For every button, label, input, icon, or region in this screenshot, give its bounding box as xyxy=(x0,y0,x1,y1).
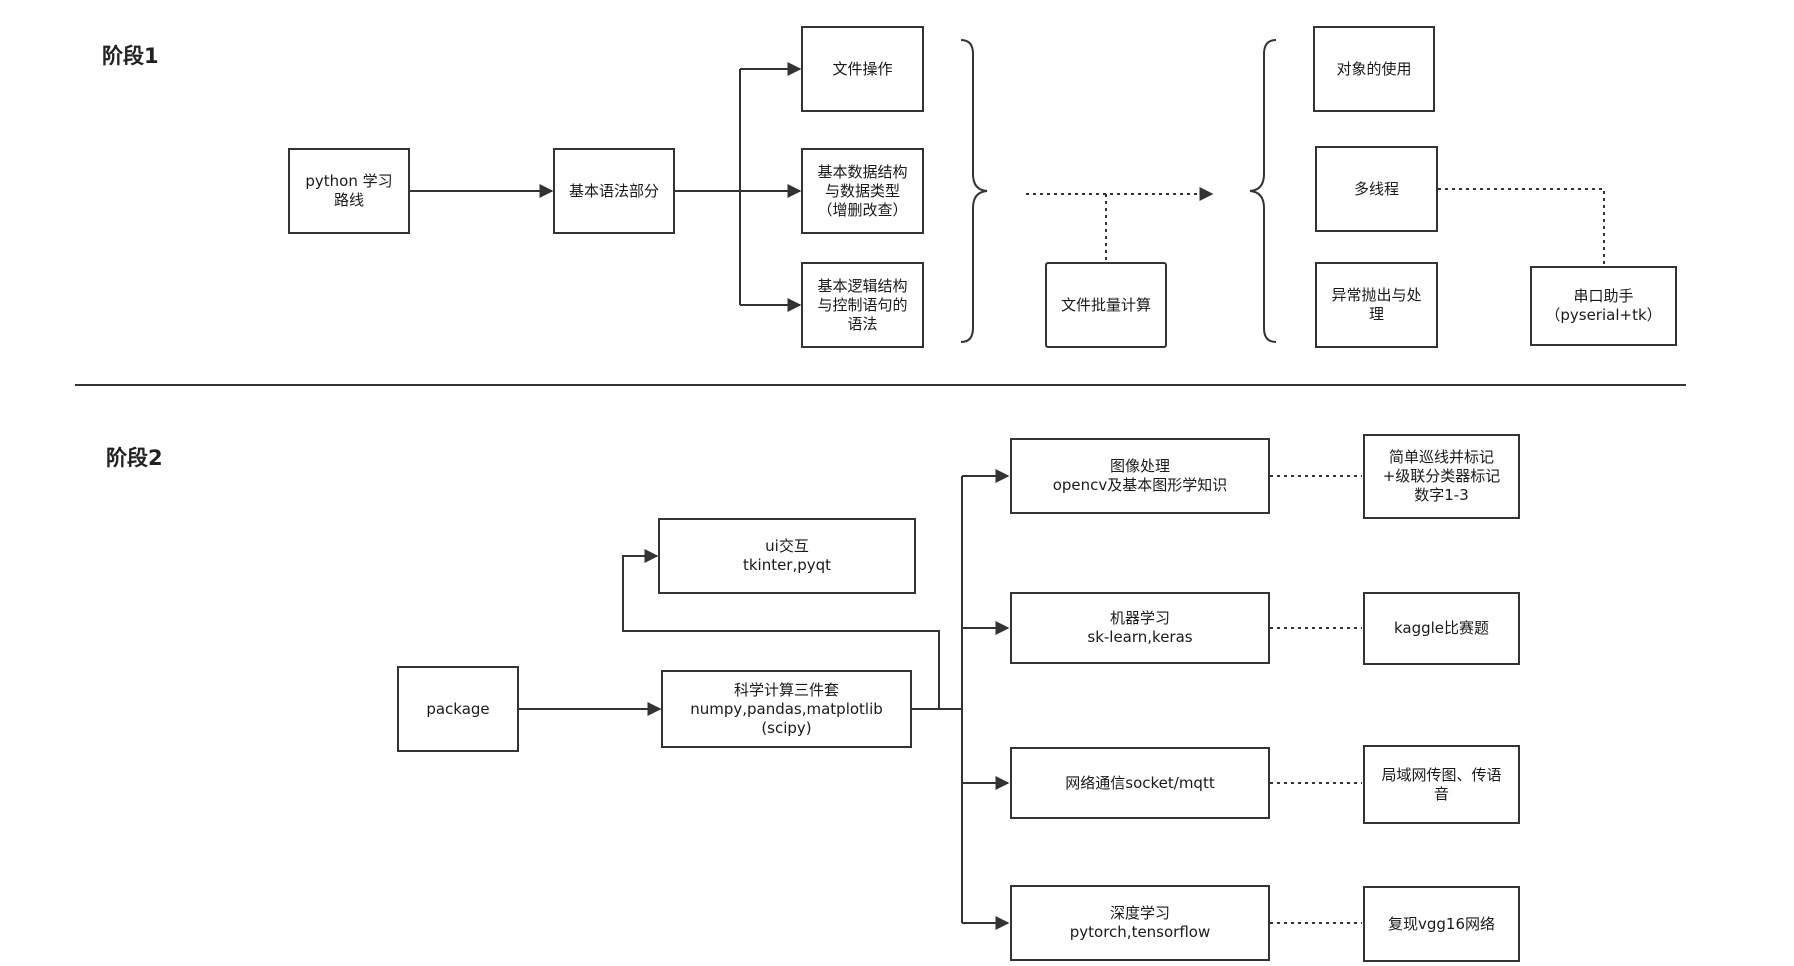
node-kaggle: kaggle比赛题 xyxy=(1363,592,1520,665)
stage2-title: 阶段2 xyxy=(106,446,163,470)
node-line-tracking: 简单巡线并标记 +级联分类器标记 数字1-3 xyxy=(1363,434,1520,519)
node-machine-learning: 机器学习 sk-learn,keras xyxy=(1010,592,1270,664)
node-serial-helper: 串口助手 （pyserial+tk） xyxy=(1530,266,1677,346)
node-file-batch: 文件批量计算 xyxy=(1045,262,1167,348)
node-lan-transfer: 局域网传图、传语 音 xyxy=(1363,745,1520,824)
node-data-structures: 基本数据结构 与数据类型 （增删改查） xyxy=(801,148,924,234)
stage1-title: 阶段1 xyxy=(102,44,159,68)
node-multithreading: 多线程 xyxy=(1315,146,1438,232)
node-vgg16: 复现vgg16网络 xyxy=(1363,886,1520,962)
node-package: package xyxy=(397,666,519,752)
node-python-route: python 学习 路线 xyxy=(288,148,410,234)
node-networking: 网络通信socket/mqtt xyxy=(1010,747,1270,819)
node-image-processing: 图像处理 opencv及基本图形学知识 xyxy=(1010,438,1270,514)
arrow-scientific-to-ui xyxy=(622,549,940,709)
node-file-ops: 文件操作 xyxy=(801,26,924,112)
left-curly-brace xyxy=(1249,39,1277,343)
node-logic-structures: 基本逻辑结构 与控制语句的 语法 xyxy=(801,262,924,348)
node-scientific: 科学计算三件套 numpy,pandas,matplotlib (scipy) xyxy=(661,670,912,748)
node-basic-syntax: 基本语法部分 xyxy=(553,148,675,234)
node-objects: 对象的使用 xyxy=(1313,26,1435,112)
node-ui: ui交互 tkinter,pyqt xyxy=(658,518,916,594)
right-curly-brace xyxy=(960,39,988,343)
node-deep-learning: 深度学习 pytorch,tensorflow xyxy=(1010,885,1270,961)
node-exceptions: 异常抛出与处 理 xyxy=(1315,262,1438,348)
dotted-link-multithread-serial xyxy=(1438,188,1605,266)
